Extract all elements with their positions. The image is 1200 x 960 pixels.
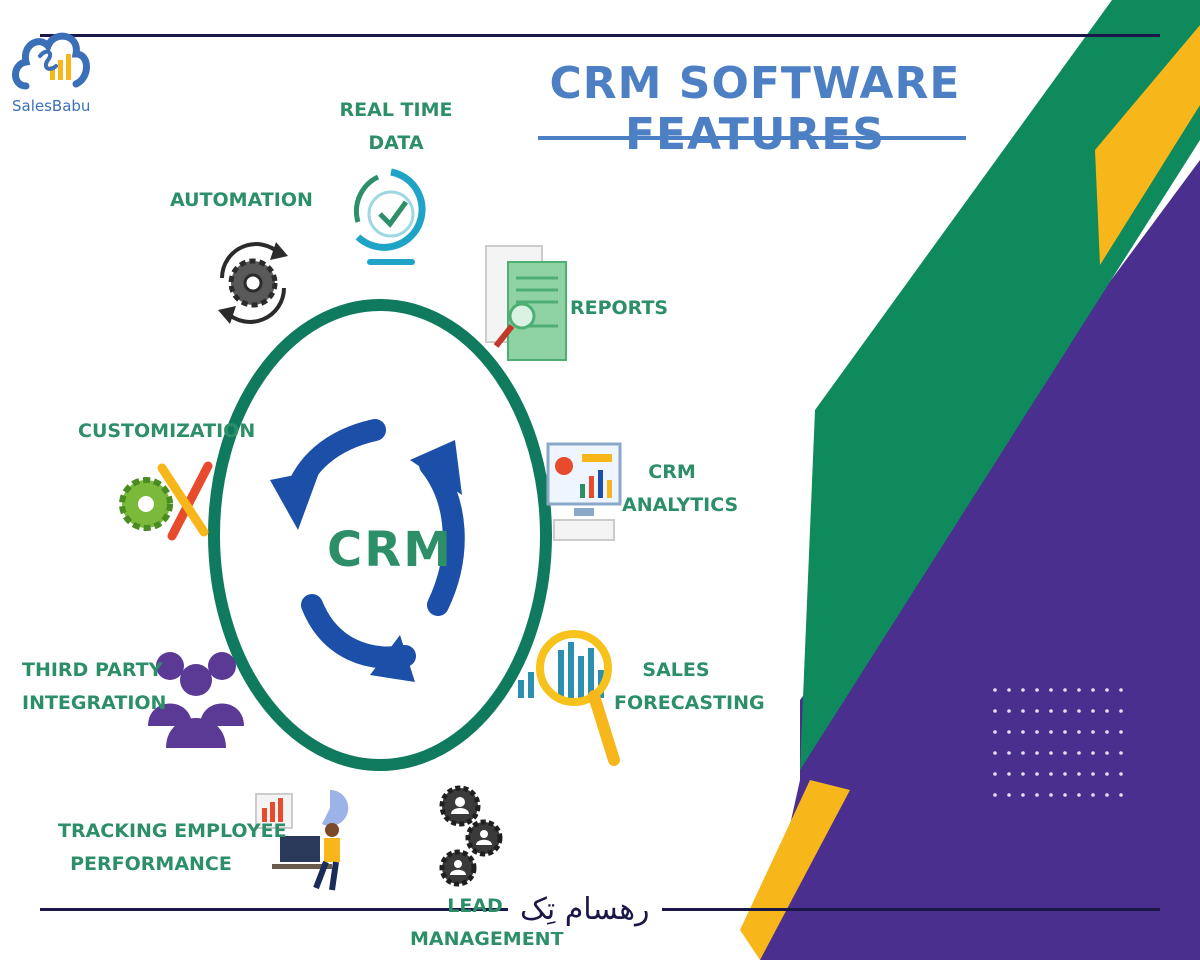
grid-dot	[993, 793, 997, 797]
grid-dot	[1077, 772, 1081, 776]
grid-dot	[1091, 688, 1095, 692]
crm-hub	[208, 299, 552, 771]
magnifier-chart-icon	[518, 630, 620, 766]
grid-dot	[1091, 793, 1095, 797]
feature-label-lead-management: LEAD MANAGEMENT	[410, 895, 564, 950]
grid-dot	[1077, 751, 1081, 755]
grid-dot	[1105, 688, 1109, 692]
grid-dot	[1007, 688, 1011, 692]
grid-dot	[993, 751, 997, 755]
feature-label-customization: CUSTOMIZATION	[78, 420, 256, 442]
grid-dot	[1077, 793, 1081, 797]
grid-dot	[1091, 730, 1095, 734]
gear-cycle-icon	[218, 242, 288, 324]
gear-people-icon	[439, 785, 503, 887]
employee-desk-icon	[255, 789, 349, 891]
grid-dot	[1007, 730, 1011, 734]
grid-dot	[1119, 709, 1123, 713]
grid-dot	[1049, 709, 1053, 713]
grid-dot	[1049, 688, 1053, 692]
yellow-stripe-top	[1095, 25, 1200, 265]
analytics-monitor-icon	[546, 442, 622, 541]
grid-dot	[1091, 772, 1095, 776]
dot-grid	[993, 688, 1123, 797]
purple-background-shape	[760, 160, 1200, 960]
grid-dot	[1021, 730, 1025, 734]
grid-dot	[1049, 751, 1053, 755]
grid-dot	[1035, 730, 1039, 734]
grid-dot	[1119, 772, 1123, 776]
arrow-heads	[270, 440, 462, 682]
grid-dot	[1063, 688, 1067, 692]
grid-dot	[1007, 772, 1011, 776]
grid-dot	[1119, 730, 1123, 734]
grid-dot	[1035, 772, 1039, 776]
grid-dot	[1035, 709, 1039, 713]
hub-ring	[208, 299, 552, 771]
cloud-logo-icon	[12, 32, 90, 90]
grid-dot	[1077, 730, 1081, 734]
logo-text: SalesBabu	[12, 97, 91, 115]
grid-dot	[1077, 688, 1081, 692]
realtime-check-icon	[353, 168, 426, 265]
grid-dot	[1049, 793, 1053, 797]
feature-label-automation: AUTOMATION	[170, 189, 313, 211]
crm-center-label: CRM	[327, 522, 453, 578]
grid-dot	[1105, 730, 1109, 734]
feature-label-sales-forecasting: SALES FORECASTING	[614, 659, 765, 714]
grid-dot	[1091, 709, 1095, 713]
title-underline	[538, 136, 966, 140]
grid-dot	[1063, 751, 1067, 755]
feature-label-third-party-integration: THIRD PARTY INTEGRATION	[22, 659, 167, 714]
grid-dot	[1105, 709, 1109, 713]
grid-dot	[1077, 709, 1081, 713]
grid-dot	[1021, 751, 1025, 755]
grid-dot	[1021, 772, 1025, 776]
feature-label-reports: REPORTS	[570, 297, 669, 319]
grid-dot	[1063, 793, 1067, 797]
grid-dot	[1007, 709, 1011, 713]
grid-dot	[1105, 793, 1109, 797]
grid-dot	[1091, 751, 1095, 755]
grid-dot	[993, 688, 997, 692]
page-title: CRM SOFTWARE FEATURES	[549, 58, 961, 160]
grid-dot	[1119, 688, 1123, 692]
grid-dot	[1063, 772, 1067, 776]
top-rule	[40, 34, 1160, 37]
grid-dot	[1049, 772, 1053, 776]
grid-dot	[1021, 688, 1025, 692]
grid-dot	[1049, 730, 1053, 734]
feature-label-tracking-employee-performance: TRACKING EMPLOYEE PERFORMANCE	[58, 820, 287, 875]
grid-dot	[1035, 751, 1039, 755]
grid-dot	[1021, 793, 1025, 797]
tools-gear-icon	[119, 461, 213, 541]
grid-dot	[993, 709, 997, 713]
report-document-icon	[485, 245, 567, 361]
grid-dot	[1063, 709, 1067, 713]
grid-dot	[1007, 751, 1011, 755]
grid-dot	[1063, 730, 1067, 734]
feature-label-crm-analytics: CRM ANALYTICS	[622, 461, 739, 516]
watermark-text: رهسام تِک	[508, 888, 662, 932]
grid-dot	[1035, 688, 1039, 692]
grid-dot	[993, 772, 997, 776]
grid-dot	[1105, 751, 1109, 755]
grid-dot	[993, 730, 997, 734]
grid-dot	[1035, 793, 1039, 797]
grid-dot	[1007, 793, 1011, 797]
feature-label-real-time-data: REAL TIME DATA	[339, 99, 453, 154]
grid-dot	[1119, 793, 1123, 797]
grid-dot	[1021, 709, 1025, 713]
people-group-icon	[148, 652, 244, 748]
grid-dot	[1119, 751, 1123, 755]
yellow-stripe-bottom	[740, 780, 850, 960]
grid-dot	[1105, 772, 1109, 776]
